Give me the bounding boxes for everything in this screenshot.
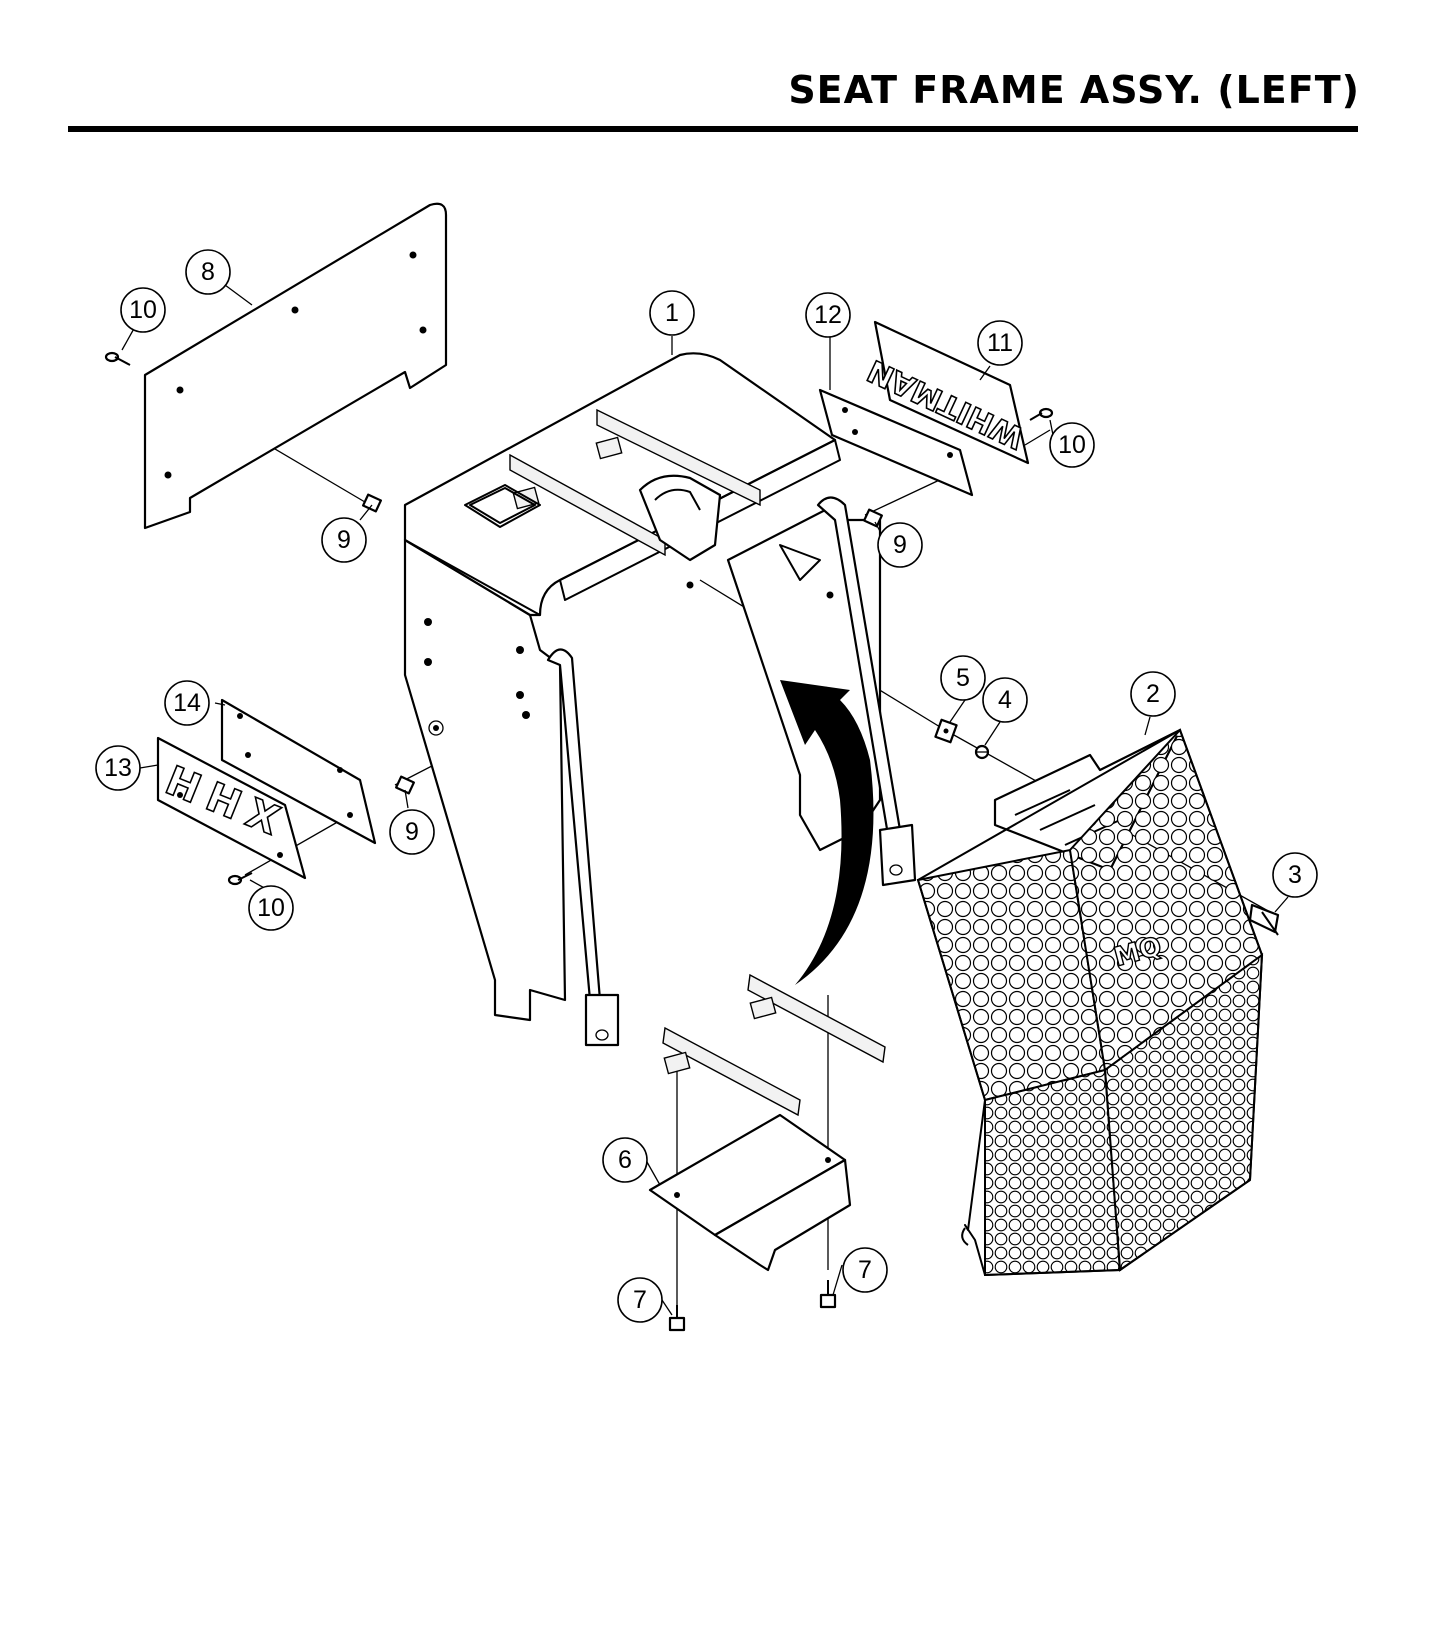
callout-7a: 7: [617, 1277, 663, 1323]
svg-text:6: 6: [618, 1146, 632, 1174]
svg-text:1: 1: [665, 299, 679, 327]
svg-text:7: 7: [858, 1256, 872, 1284]
callout-1: 1: [649, 290, 695, 336]
callout-10c: 10: [248, 885, 294, 931]
svg-text:10: 10: [129, 296, 157, 324]
svg-text:10: 10: [257, 894, 285, 922]
fastener-3-knob-screw: [1248, 903, 1280, 936]
callout-leaders: [121, 284, 1289, 1316]
svg-text:13: 13: [104, 754, 132, 782]
part-12-plate: [818, 388, 974, 497]
callout-5: 5: [940, 655, 986, 701]
callout-9b: 9: [877, 522, 923, 568]
rotation-arrow: [780, 680, 874, 985]
fasteners-7-bolts: [668, 1280, 837, 1332]
callout-4: 4: [982, 677, 1028, 723]
callout-11: 11: [977, 320, 1023, 366]
callout-9c: 9: [389, 809, 435, 855]
callout-14: 14: [164, 680, 210, 726]
callout-10a: 10: [120, 287, 166, 333]
part-6-bracket: [648, 973, 886, 1272]
callout-9a: 9: [321, 517, 367, 563]
callout-6: 6: [602, 1137, 648, 1183]
part-14-plate: [220, 698, 377, 845]
svg-text:5: 5: [956, 664, 970, 692]
callout-7b: 7: [842, 1247, 888, 1293]
callouts: 1 2 3 4 5 6 7 7 8 9 9 9 10 10 10 11 12 1…: [95, 249, 1318, 1323]
svg-text:11: 11: [987, 329, 1013, 357]
svg-text:10: 10: [1058, 431, 1086, 459]
svg-text:8: 8: [201, 258, 215, 286]
page-title: SEAT FRAME ASSY. (LEFT): [788, 68, 1360, 112]
fastener-5-square-nut: [934, 718, 958, 744]
svg-text:9: 9: [337, 526, 351, 554]
fasteners-9-bushings: [362, 493, 883, 795]
fasteners-10-screws: [104, 351, 1054, 886]
callout-13: 13: [95, 745, 141, 791]
svg-text:2: 2: [1146, 680, 1160, 708]
svg-text:7: 7: [633, 1286, 647, 1314]
svg-text:12: 12: [814, 301, 842, 329]
svg-text:9: 9: [893, 531, 907, 559]
svg-text:3: 3: [1288, 861, 1302, 889]
callout-3: 3: [1272, 852, 1318, 898]
callout-10b: 10: [1049, 422, 1095, 468]
svg-text:14: 14: [173, 689, 201, 717]
svg-text:9: 9: [405, 818, 419, 846]
part-8-rear-panel: [143, 202, 448, 530]
title-rule: [68, 126, 1358, 132]
svg-text:4: 4: [998, 686, 1012, 714]
callout-2: 2: [1130, 671, 1176, 717]
callout-8: 8: [185, 249, 231, 295]
fastener-4-lock-washer: [974, 744, 990, 760]
callout-12: 12: [805, 292, 851, 338]
part-1-seat-frame: [403, 352, 917, 1047]
part-2-grille: MQ: [916, 728, 1264, 1277]
